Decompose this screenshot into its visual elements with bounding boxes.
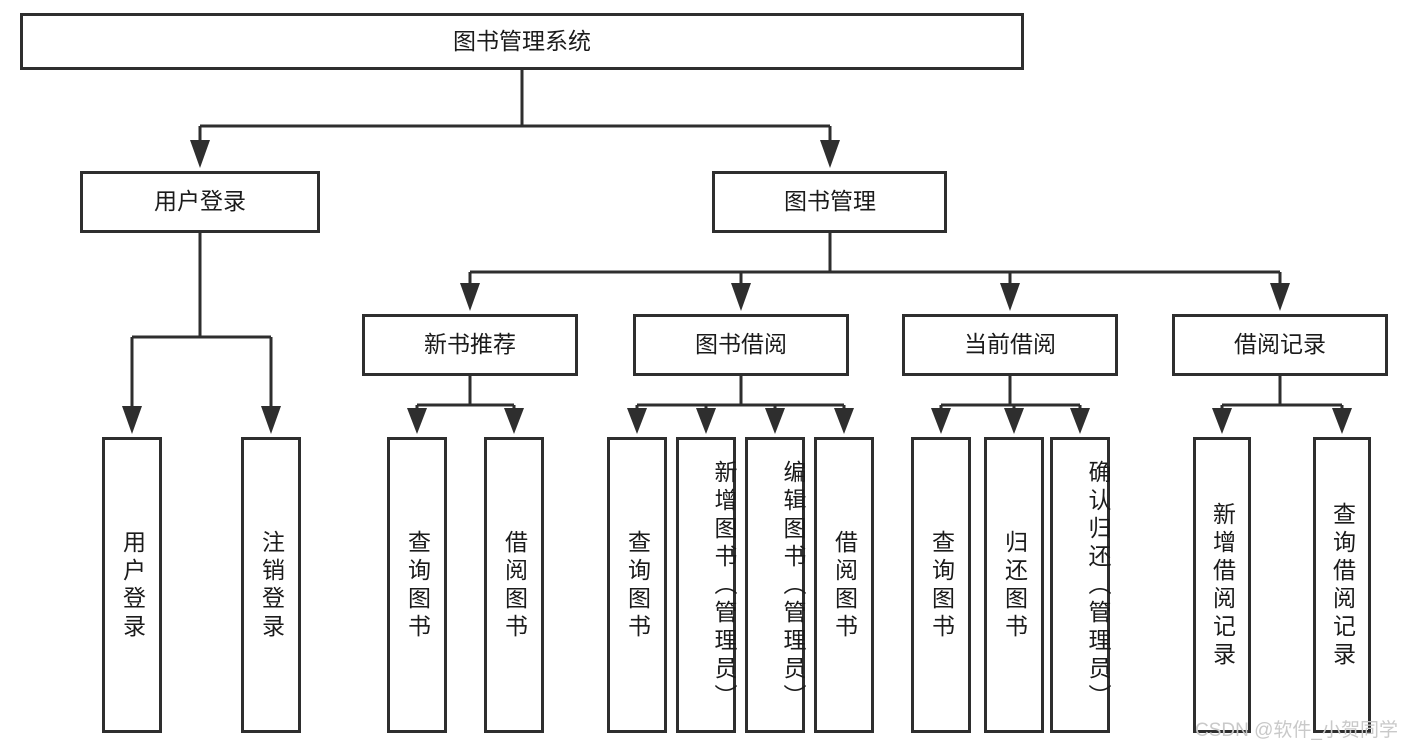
node-user-login-label: 用户登录 bbox=[154, 188, 246, 214]
leaf-box-add-borrow-record[interactable] bbox=[1193, 437, 1251, 733]
node-book-management[interactable]: 图书管理 bbox=[712, 171, 947, 233]
leaf-box-borrow-book[interactable] bbox=[814, 437, 874, 733]
connector-root-to-level2 bbox=[190, 70, 840, 168]
node-borrow-record-label: 借阅记录 bbox=[1234, 331, 1326, 357]
leaf-box-query-borrow-record[interactable] bbox=[1313, 437, 1371, 733]
node-borrow-record-box[interactable] bbox=[1172, 314, 1388, 376]
arrow-head-icon bbox=[1212, 408, 1232, 434]
connector-book-borrow-to-leaves bbox=[627, 375, 854, 434]
connector-current-borrow-to-leaves bbox=[931, 375, 1090, 434]
node-root[interactable]: 图书管理系统 bbox=[20, 13, 1024, 70]
leaf-box-confirm-return-admin[interactable] bbox=[1050, 437, 1110, 733]
arrow-head-icon bbox=[834, 408, 854, 434]
arrow-head-icon bbox=[504, 408, 524, 434]
arrow-head-icon bbox=[1070, 408, 1090, 434]
arrow-head-icon bbox=[190, 140, 210, 168]
leaf-box-add-book-admin[interactable] bbox=[676, 437, 736, 733]
leaf-box-user-login[interactable] bbox=[102, 437, 162, 733]
node-book-management-label: 图书管理 bbox=[784, 188, 876, 214]
node-new-book-recommend-box[interactable] bbox=[362, 314, 578, 376]
arrow-head-icon bbox=[261, 406, 281, 434]
node-current-borrow-box[interactable] bbox=[902, 314, 1118, 376]
arrow-head-icon bbox=[1270, 283, 1290, 311]
leaf-box-return-book[interactable] bbox=[984, 437, 1044, 733]
node-current-borrow-label: 当前借阅 bbox=[964, 331, 1056, 357]
leaf-box-query-book-recommend[interactable] bbox=[387, 437, 447, 733]
node-book-management-box[interactable] bbox=[712, 171, 947, 233]
arrow-head-icon bbox=[460, 283, 480, 311]
leaf-boxes-group bbox=[102, 437, 1371, 733]
node-book-borrow[interactable]: 图书借阅 bbox=[633, 314, 849, 376]
arrow-head-icon bbox=[820, 140, 840, 168]
leaf-box-edit-book-admin[interactable] bbox=[745, 437, 805, 733]
arrow-head-icon bbox=[407, 408, 427, 434]
node-current-borrow[interactable]: 当前借阅 bbox=[902, 314, 1118, 376]
connector-book-management-to-level3 bbox=[460, 232, 1290, 311]
arrow-head-icon bbox=[1004, 408, 1024, 434]
node-new-book-recommend-label: 新书推荐 bbox=[424, 331, 516, 357]
arrow-head-icon bbox=[627, 408, 647, 434]
arrow-head-icon bbox=[696, 408, 716, 434]
arrow-head-icon bbox=[765, 408, 785, 434]
leaf-box-logout[interactable] bbox=[241, 437, 301, 733]
node-book-borrow-box[interactable] bbox=[633, 314, 849, 376]
node-user-login-box[interactable] bbox=[80, 171, 320, 233]
connector-user-login-to-leaves bbox=[122, 232, 281, 434]
arrow-head-icon bbox=[122, 406, 142, 434]
node-user-login[interactable]: 用户登录 bbox=[80, 171, 320, 233]
node-borrow-record[interactable]: 借阅记录 bbox=[1172, 314, 1388, 376]
node-root-box[interactable] bbox=[20, 13, 1024, 70]
watermark-label: CSDN @软件_小贺同学 bbox=[1195, 719, 1398, 741]
node-new-book-recommend[interactable]: 新书推荐 bbox=[362, 314, 578, 376]
arrow-head-icon bbox=[731, 283, 751, 311]
node-book-borrow-label: 图书借阅 bbox=[695, 331, 787, 357]
connector-borrow-record-to-leaves bbox=[1212, 375, 1352, 434]
leaf-box-borrow-book-recommend[interactable] bbox=[484, 437, 544, 733]
arrow-head-icon bbox=[1332, 408, 1352, 434]
arrow-head-icon bbox=[1000, 283, 1020, 311]
node-root-label: 图书管理系统 bbox=[453, 28, 591, 54]
connector-new-book-recommend-to-leaves bbox=[407, 375, 524, 434]
arrow-head-icon bbox=[931, 408, 951, 434]
leaf-box-query-book-borrow[interactable] bbox=[607, 437, 667, 733]
leaf-box-query-book-current[interactable] bbox=[911, 437, 971, 733]
